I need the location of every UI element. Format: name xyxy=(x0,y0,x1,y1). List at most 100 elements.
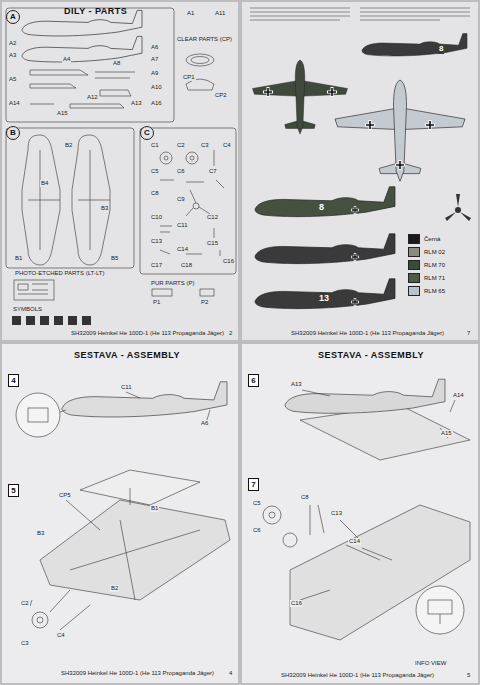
legend-entry: RLM 71 xyxy=(408,273,446,283)
step-number-box: 7 xyxy=(248,478,259,491)
callout-label: C11 xyxy=(176,222,189,229)
callout-label: CLEAR PARTS (CP) xyxy=(176,36,233,43)
callout-label: A8 xyxy=(112,60,121,67)
callout-label: CP2 xyxy=(214,92,228,99)
callout-label: A1 xyxy=(186,10,195,17)
callout-label: A11 xyxy=(214,10,226,17)
callout-label: C12 xyxy=(206,214,219,221)
callout-label: C2 xyxy=(176,142,186,149)
callout-label: C15 xyxy=(206,240,219,247)
callout-label: C8 xyxy=(150,190,160,197)
page-title: SESTAVA - ASSEMBLY xyxy=(74,350,180,360)
callout-label: SH32009 Heinkel He 100D-1 (He 113 Propag… xyxy=(280,672,435,679)
callout-label: A14 xyxy=(8,100,21,107)
callout-label: C1 xyxy=(150,142,160,149)
callout-label: C10 xyxy=(150,214,163,221)
callout-label: C11 xyxy=(120,384,133,391)
callout-label: C5 xyxy=(150,168,160,175)
callout-label: B2 xyxy=(110,585,119,592)
callout-label: PHOTO-ETCHED PARTS (LT-LT) xyxy=(14,270,105,277)
node-label: B xyxy=(10,129,16,137)
callout-label: C6 xyxy=(176,168,186,175)
aircraft-code: 8 xyxy=(438,45,444,54)
callout-label: A15 xyxy=(56,110,69,117)
callout-label: A15 xyxy=(440,430,453,437)
instruction-page: A B C DILY - PARTS xyxy=(2,2,238,340)
color-swatch xyxy=(408,273,420,283)
legend-text: Černá xyxy=(423,236,441,242)
callout-label: C5 xyxy=(252,500,262,507)
callout-label: P2 xyxy=(200,299,209,306)
assembly-step-7 xyxy=(263,505,470,640)
node-label: C xyxy=(144,129,150,137)
text-lines xyxy=(250,8,470,20)
callout-label: B5 xyxy=(110,255,119,262)
national-markings xyxy=(263,87,435,306)
step-number-box: 6 xyxy=(248,374,259,387)
section-marker: C xyxy=(140,126,154,140)
legend-entry: RLM 70 xyxy=(408,260,446,270)
sheet-page xyxy=(2,2,238,340)
legend-text: RLM 71 xyxy=(423,275,446,281)
callout-label: A6 xyxy=(150,44,159,51)
callout-label: C16 xyxy=(290,600,303,607)
camouflage-views xyxy=(253,34,468,309)
instruction-page: 67SESTAVA - ASSEMBLY xyxy=(242,344,478,683)
color-swatch xyxy=(408,247,420,257)
callout-label: A3 xyxy=(8,52,17,59)
callout-label: C9 xyxy=(176,196,186,203)
callout-label: A16 xyxy=(150,100,163,107)
legend-entry: RLM 65 xyxy=(408,286,446,296)
node-label: 6 xyxy=(251,377,255,385)
callout-label: C6 xyxy=(252,527,262,534)
callout-label: 7 xyxy=(466,330,471,337)
callout-label: CP1 xyxy=(182,74,196,81)
sheet-page xyxy=(2,344,238,683)
callout-label: B1 xyxy=(14,255,23,262)
legend-text: RLM 65 xyxy=(423,288,446,294)
callout-label: A6 xyxy=(200,420,209,427)
callout-label: SH32009 Heinkel He 100D-1 (He 113 Propag… xyxy=(60,670,215,677)
aircraft-code: 13 xyxy=(318,294,330,304)
callout-label: C4 xyxy=(222,142,232,149)
callout-label: B2 xyxy=(64,142,73,149)
step-number-box: 4 xyxy=(8,374,19,387)
callout-label: B3 xyxy=(36,530,45,537)
page-title: DILY - PARTS xyxy=(64,6,127,16)
callout-label: C14 xyxy=(348,538,361,545)
callout-label: C17 xyxy=(150,262,163,269)
node-label: A xyxy=(10,13,16,21)
assembly-step-4 xyxy=(16,382,227,437)
callout-label: A10 xyxy=(150,84,163,91)
section-marker: A xyxy=(6,10,20,24)
propeller xyxy=(445,194,471,221)
legend-entry: RLM 02 xyxy=(408,247,446,257)
legend-entry: Černá xyxy=(408,234,441,244)
aircraft-code: 8 xyxy=(318,203,325,213)
callout-label: 2 xyxy=(228,330,233,337)
node-label: 7 xyxy=(251,481,255,489)
callout-label: A13 xyxy=(290,381,303,388)
callout-label: C14 xyxy=(176,246,189,253)
callout-label: C13 xyxy=(150,238,163,245)
parts-sprues xyxy=(6,8,236,300)
callout-label: C16 xyxy=(222,258,235,265)
callout-label: C8 xyxy=(300,494,310,501)
callout-label: PUR PARTS (P) xyxy=(150,280,195,287)
node-label: 4 xyxy=(11,377,15,385)
callout-label: B3 xyxy=(100,205,109,212)
callout-label: C18 xyxy=(180,262,193,269)
callout-label: A9 xyxy=(150,70,159,77)
callout-label: P1 xyxy=(152,299,161,306)
node-label: 5 xyxy=(11,487,15,495)
callout-label: C2 xyxy=(20,600,30,607)
color-swatch xyxy=(408,286,420,296)
assembly-step-6 xyxy=(285,379,470,460)
sheet-page xyxy=(242,2,478,340)
section-marker: B xyxy=(6,126,20,140)
callout-label: A4 xyxy=(62,56,71,63)
legend-text: RLM 70 xyxy=(423,262,446,268)
callout-label: C4 xyxy=(56,632,66,639)
callout-label: 4 xyxy=(228,670,233,677)
